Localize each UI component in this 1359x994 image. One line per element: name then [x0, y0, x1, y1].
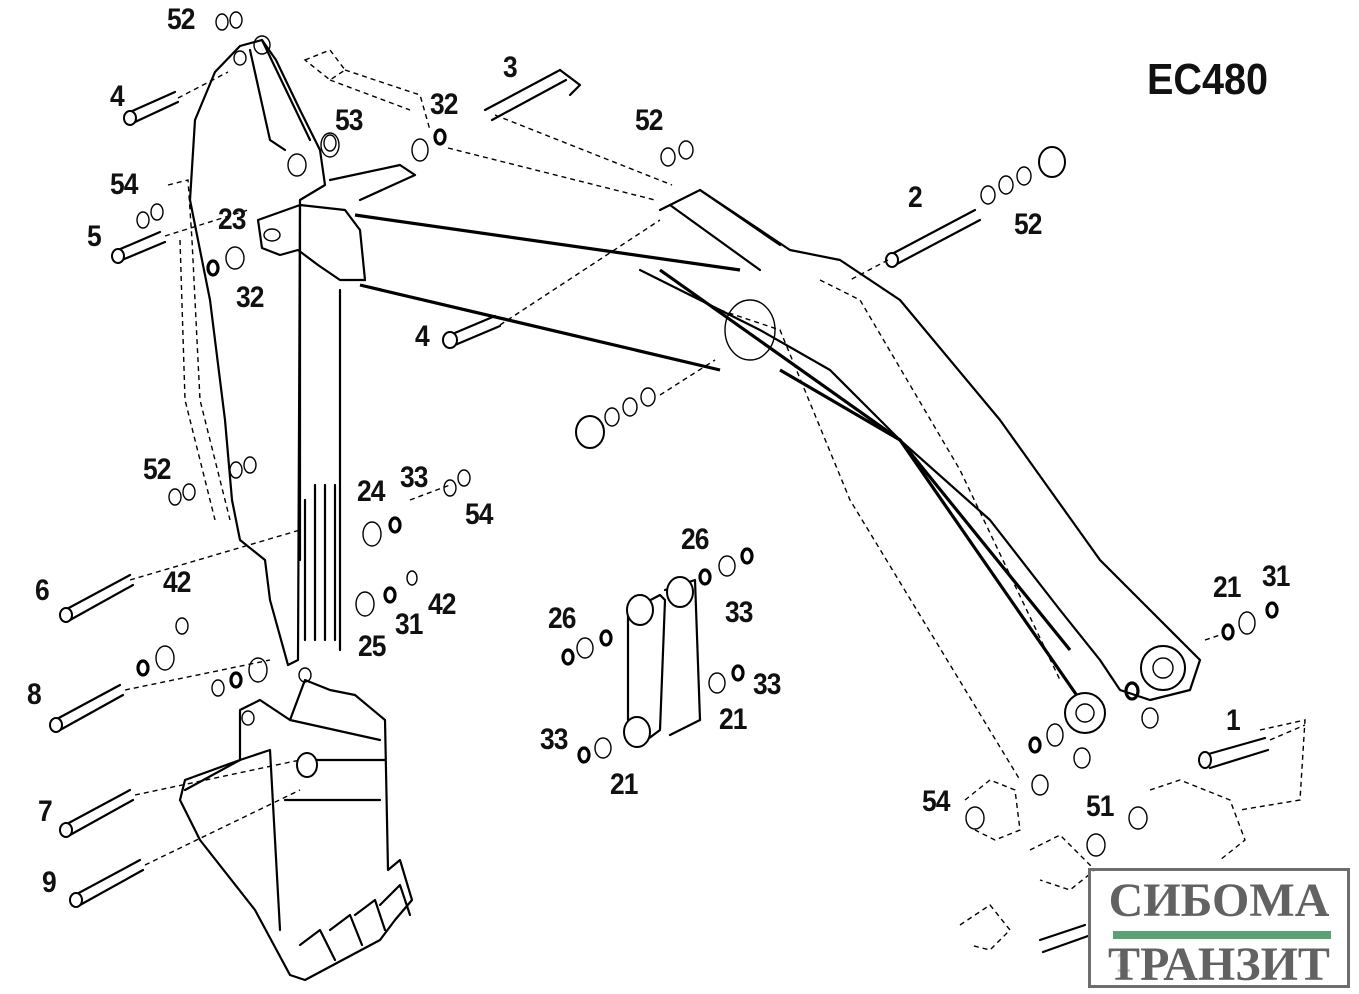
watermark-divider [1113, 931, 1331, 939]
part-label[interactable]: 4 [415, 320, 430, 353]
part-label[interactable]: 54 [922, 785, 951, 818]
part-label[interactable]: 52 [167, 3, 196, 36]
watermark-line1: СИБОМА [1108, 874, 1330, 927]
bucket [178, 667, 414, 982]
part-label[interactable]: 52 [1014, 208, 1043, 241]
part-label[interactable]: 6 [35, 574, 50, 607]
part-label[interactable]: 3 [503, 51, 518, 84]
link-rod [561, 547, 754, 764]
arm-assembly [188, 35, 342, 667]
part-label[interactable]: 52 [143, 453, 172, 486]
part-label[interactable]: 32 [430, 88, 459, 121]
part-label[interactable]: 4 [110, 80, 125, 113]
washers [136, 11, 1279, 857]
part-label[interactable]: 21 [719, 703, 748, 736]
watermark-line2: ТРАНЗИТ [1108, 938, 1330, 991]
part-label[interactable]: 2 [908, 181, 923, 214]
part-label[interactable]: 52 [635, 104, 664, 137]
explosion-lines [124, 71, 1306, 866]
boom-assembly [256, 163, 1202, 781]
part-label[interactable]: 25 [358, 630, 387, 663]
part-label[interactable]: 9 [42, 866, 57, 899]
part-label[interactable]: 32 [236, 281, 265, 314]
ghost-outlines [167, 49, 1306, 951]
part-label[interactable]: 26 [548, 602, 577, 635]
part-label[interactable]: 33 [725, 596, 754, 629]
part-label[interactable]: 54 [110, 168, 139, 201]
part-label[interactable]: 51 [1086, 790, 1115, 823]
part-label[interactable]: 31 [1262, 560, 1291, 593]
part-label[interactable]: 42 [428, 588, 457, 621]
part-label[interactable]: 23 [218, 203, 247, 236]
part-label[interactable]: 54 [465, 498, 494, 531]
part-label[interactable]: 7 [38, 795, 53, 828]
watermark-logo: СИБОМА ТРАНЗИТ [1088, 868, 1350, 991]
pins [49, 68, 1270, 954]
model-title: EC480 [1147, 55, 1269, 104]
part-label[interactable]: 24 [357, 475, 386, 508]
part-label[interactable]: 26 [681, 523, 710, 556]
part-label[interactable]: 31 [395, 608, 424, 641]
part-label[interactable]: 21 [610, 768, 639, 801]
part-label[interactable]: 33 [753, 668, 782, 701]
part-label[interactable]: 8 [27, 678, 42, 711]
part-label[interactable]: 1 [1226, 704, 1241, 737]
part-label[interactable]: 5 [87, 220, 102, 253]
part-label[interactable]: 53 [335, 104, 364, 137]
part-label[interactable]: 21 [1213, 571, 1242, 604]
part-label[interactable]: 33 [540, 723, 569, 756]
part-label[interactable]: 42 [163, 566, 192, 599]
part-label[interactable]: 33 [400, 461, 429, 494]
